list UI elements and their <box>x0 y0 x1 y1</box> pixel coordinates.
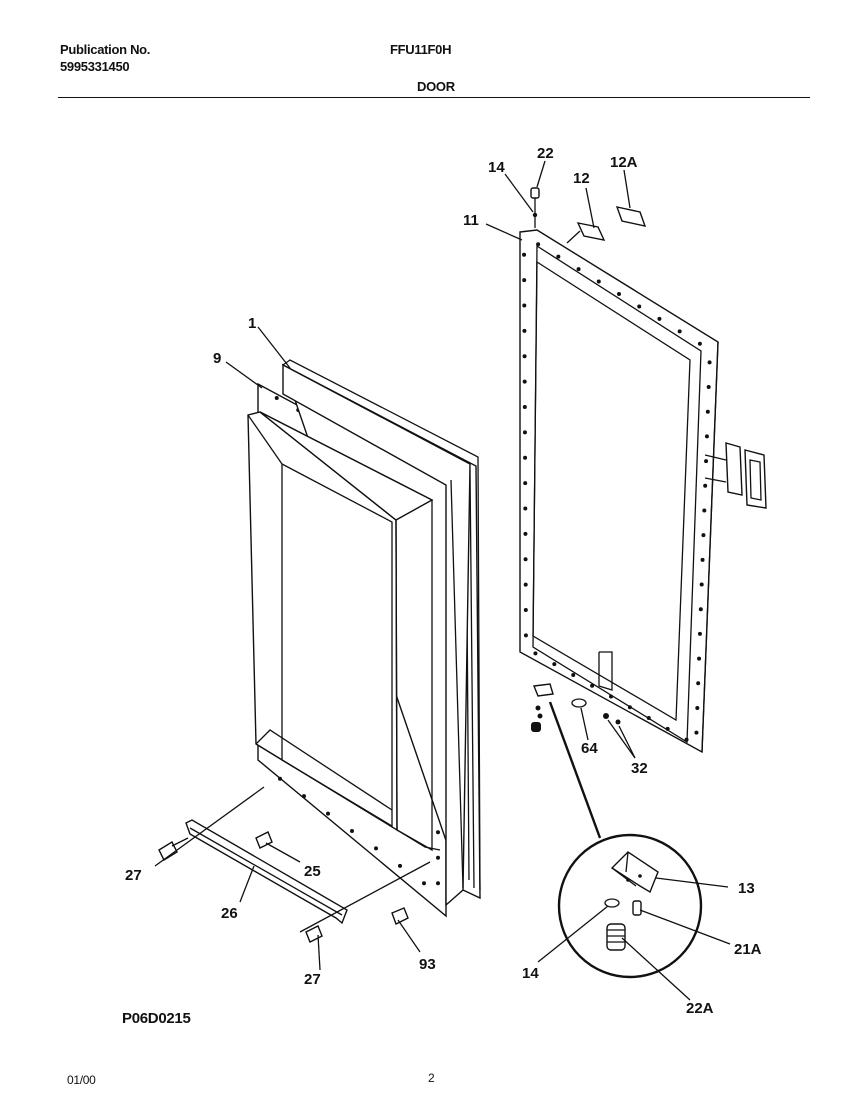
inner-liner-tub <box>247 411 441 852</box>
screw-hole <box>617 292 621 296</box>
callout-22a: 22A <box>686 1000 714 1017</box>
callout-26: 26 <box>221 905 238 922</box>
screw-hole <box>702 508 707 513</box>
hinge-hardware <box>530 187 621 732</box>
outer-door-panel <box>519 229 719 754</box>
screw-hole <box>697 631 702 636</box>
screw-hole <box>523 481 528 486</box>
callout-64: 64 <box>581 740 598 757</box>
callout-leaders <box>154 160 731 1001</box>
screw-hole <box>278 776 282 781</box>
callout-14-top: 14 <box>488 159 505 176</box>
header-rule <box>58 97 810 98</box>
screw-hole <box>436 855 440 860</box>
screw-hole <box>657 316 662 321</box>
screw-hole <box>374 846 378 851</box>
screw-hole <box>523 607 528 612</box>
screw-hole <box>705 409 710 414</box>
screw-hole <box>703 483 708 488</box>
screw-hole <box>436 830 440 835</box>
screw-hole <box>326 811 330 816</box>
screw-hole <box>523 455 528 460</box>
callout-11: 11 <box>463 212 479 229</box>
screw-hole <box>697 656 702 661</box>
callout-27-left: 27 <box>125 867 142 884</box>
screw-hole <box>522 379 527 384</box>
callout-27-bottom: 27 <box>304 971 321 988</box>
screw-hole <box>677 329 682 334</box>
screw-hole <box>701 533 706 538</box>
screw-hole <box>609 694 613 699</box>
figure-code: P06D0215 <box>122 1010 191 1027</box>
screw-hole <box>436 881 440 886</box>
screw-hole <box>274 396 279 400</box>
screw-hole <box>522 278 527 283</box>
callout-21a: 21A <box>734 941 762 958</box>
page-number: 2 <box>428 1071 435 1085</box>
screw-hole <box>302 794 306 799</box>
screw-hole <box>696 681 701 686</box>
publication-number: 5995331450 <box>60 59 130 74</box>
screw-hole <box>571 672 576 677</box>
screw-hole <box>646 716 651 721</box>
screw-hole <box>556 254 561 259</box>
screw-hole <box>707 360 712 365</box>
hinge-detail-circle <box>548 701 703 979</box>
screw-hole <box>522 328 527 333</box>
screw-hole <box>552 662 557 667</box>
screw-hole <box>523 582 528 587</box>
screw-hole <box>523 633 528 638</box>
screw-hole <box>522 404 527 409</box>
screw-hole <box>536 242 541 247</box>
screw-hole <box>627 705 632 710</box>
callout-13: 13 <box>738 880 755 897</box>
callout-93: 93 <box>419 956 436 973</box>
screw-hole <box>523 531 528 536</box>
label-strips <box>566 206 647 244</box>
section-title: DOOR <box>417 79 455 94</box>
callout-32: 32 <box>631 760 648 777</box>
screw-hole <box>704 434 709 439</box>
screw-hole <box>533 651 538 656</box>
screw-hole <box>694 730 699 735</box>
screw-hole <box>706 385 711 390</box>
screw-hole <box>596 279 601 284</box>
callout-14-detail: 14 <box>522 965 539 982</box>
screw-hole <box>350 829 354 833</box>
screw-hole <box>576 267 581 272</box>
callout-12a: 12A <box>610 154 638 171</box>
screw-hole <box>522 430 527 435</box>
screw-hole <box>697 341 702 346</box>
screw-hole <box>522 303 527 308</box>
screw-hole <box>695 705 700 710</box>
callout-12: 12 <box>573 170 590 187</box>
callout-9: 9 <box>213 350 221 367</box>
model-number: FFU11F0H <box>390 42 452 57</box>
footer-date: 01/00 <box>67 1073 96 1087</box>
screw-hole <box>523 557 528 562</box>
screw-hole <box>637 304 642 309</box>
screw-hole <box>704 459 709 464</box>
screw-hole <box>698 607 703 612</box>
screw-hole <box>684 737 689 742</box>
screw-hole <box>398 863 402 868</box>
publication-label: Publication No. <box>60 42 151 57</box>
door-handle <box>704 442 767 509</box>
screw-hole <box>522 354 527 359</box>
screw-hole <box>699 582 704 587</box>
callout-1: 1 <box>248 315 256 332</box>
screw-hole <box>665 726 670 731</box>
callout-22: 22 <box>537 145 554 162</box>
screw-hole <box>590 683 595 688</box>
screw-hole <box>522 252 527 257</box>
screw-hole <box>700 557 705 562</box>
screw-hole <box>422 881 426 886</box>
screw-hole <box>523 506 528 511</box>
callout-25: 25 <box>304 863 321 880</box>
